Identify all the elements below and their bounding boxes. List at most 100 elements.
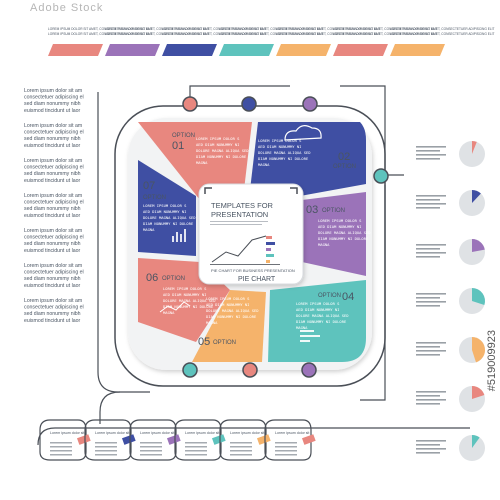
side-pie-text-line [416, 305, 440, 307]
option-05-number: 05 [198, 336, 210, 348]
option-03-number: 03 [306, 204, 318, 216]
side-pie-slice [472, 288, 485, 306]
option-body-line: DOLORE MAGNA ALIQUA SED [196, 148, 249, 153]
option-body-line: DIAM NONUMMY NI DOLORE [318, 236, 369, 241]
option-07-panel [138, 160, 196, 256]
left-paragraph-line: Lorem ipsum dolor sit am [24, 263, 82, 269]
option-body-line: LOREM IPSUM DOLOR S [196, 136, 240, 141]
option-body-line: DOLORE MAGNA ALIQUA SED [296, 313, 349, 318]
chain-link [84, 419, 132, 461]
left-paragraph-line: consectetuer adipiscing el [24, 130, 84, 136]
option-02-label: OPTION [333, 164, 356, 170]
top-captions: LOREM IPSUM DOLOR SIT AMET, CONSECTETUER… [48, 27, 494, 36]
option-body-line: LOREM IPSUM DOLOR S [163, 286, 207, 291]
option-body-line: DIAM NONUMMY NI DOLORE [163, 304, 214, 309]
option-body-line: MAGNA [143, 227, 155, 232]
option-01-label-group: OPTION 01 [172, 133, 195, 152]
option-body-line: DIAM NONUMMY NI DOLORE [296, 319, 347, 324]
top-caption-text: LOREM IPSUM DOLOR SIT AMET, CONSECTETUER… [162, 27, 266, 31]
chain-link [129, 419, 177, 461]
left-paragraph-line: sed diam nonummy nibh [24, 171, 81, 177]
side-pie-charts [416, 141, 486, 461]
top-caption-text: LOREM IPSUM DOLOR SIT AMET, CONSECTETUER… [276, 32, 380, 36]
top-caption-text: LOREM IPSUM DOLOR SIT AMET, CONSECTETUER… [333, 32, 437, 36]
left-paragraph-line: sed diam nonummy nibh [24, 276, 81, 282]
option-03-label: OPTION [322, 208, 345, 214]
side-pie-text-line [416, 203, 446, 205]
side-pie-text-line [416, 346, 440, 348]
option-02-panel [250, 122, 366, 196]
side-pie-text-line [416, 440, 446, 442]
left-paragraph-line: consectetuer adipiscing el [24, 235, 84, 241]
left-paragraph-line: sed diam nonummy nibh [24, 311, 81, 317]
option-body-line: LOREM IPSUM DOLOR S [206, 296, 250, 301]
watermark-id: #519009923 [486, 330, 498, 392]
ribbon-bar [105, 44, 160, 56]
option-body-line: AED DIAM NONUMMY NI [258, 144, 301, 149]
center-caption: PIE CHART FOR BUSINESS PRESENTATION [211, 268, 295, 273]
left-paragraph-line: consectetuer adipiscing el [24, 270, 84, 276]
top-caption-text: LOREM IPSUM DOLOR SIT AMET, CONSECTETUER… [105, 27, 209, 31]
side-pie-text-line [416, 391, 446, 393]
side-pie-text-line [416, 395, 440, 397]
option-04-panel [268, 280, 366, 362]
top-caption-text: LOREM IPSUM DOLOR SIT AMET, CONSECTETUER… [333, 27, 437, 31]
chain-caption: Lorem ipsum dolor sit [140, 431, 174, 435]
top-caption-text: LOREM IPSUM DOLOR SIT AMET, CONSECTETUER… [390, 32, 494, 36]
option-05-label: OPTION [213, 340, 236, 346]
side-pie-text-line [416, 195, 446, 197]
option-body-line: AED DIAM NONUMMY NI [296, 307, 339, 312]
left-paragraph-line: euismod tincidunt ut laor [24, 178, 81, 184]
chain-connector [121, 434, 136, 445]
side-pie-text-line [416, 154, 446, 156]
side-pie-text-line [416, 199, 440, 201]
option-06-label: OPTION [162, 276, 185, 282]
side-pie-text-line [416, 342, 446, 344]
option-body-line: AED DIAM NONUMMY NI [318, 224, 361, 229]
top-ribbon-bars [48, 44, 445, 56]
option-body-line: DIAM NONUMMY NI DOLORE [258, 156, 309, 161]
option-body-line: MAGNA [318, 242, 330, 247]
top-caption-text: LOREM IPSUM DOLOR SIT AMET, CONSECTETUER… [48, 27, 152, 31]
option-05-panel [192, 290, 266, 362]
top-caption-text: LOREM IPSUM DOLOR SIT AMET, CONSECTETUER… [219, 32, 323, 36]
left-paragraph-line: consectetuer adipiscing el [24, 305, 84, 311]
chain-link [264, 419, 312, 461]
frame-nodes [182, 96, 389, 378]
chain-caption: Lorem ipsum dolor sit [230, 431, 264, 435]
side-pie-slice [472, 239, 485, 252]
left-paragraph-line: sed diam nonummy nibh [24, 136, 81, 142]
center-trend-chart [210, 235, 280, 265]
left-paragraph-line: sed diam nonummy nibh [24, 206, 81, 212]
bar-chart-icon [172, 229, 186, 242]
side-pie-text-line [416, 256, 440, 258]
side-pie-text-line [416, 293, 446, 295]
option-05-label-group: 05 OPTION [198, 336, 236, 348]
side-pie-text-line [416, 354, 440, 356]
side-pie-text-line [416, 297, 440, 299]
option-body-line: LOREM IPSUM DOLOR S [318, 218, 362, 223]
top-caption-text: LOREM IPSUM DOLOR SIT AMET, CONSECTETUER… [48, 32, 152, 36]
option-02-number: 02 [338, 151, 350, 163]
side-pie-text-line [416, 158, 440, 160]
center-panel: TEMPLATES FOR PRESENTATION PIE CHART FOR… [198, 183, 304, 285]
chain-connector [76, 434, 91, 445]
side-pie-slice [472, 190, 481, 203]
side-pie-text-line [416, 399, 446, 401]
bottom-chain: Lorem ipsum dolor sit Lorem ipsum dolor s… [37, 419, 470, 461]
center-title-line1: TEMPLATES FOR [211, 201, 274, 210]
side-pie-text-line [416, 207, 440, 209]
ribbon-bar [276, 44, 331, 56]
top-caption-text: LOREM IPSUM DOLOR SIT AMET, CONSECTETUER… [162, 32, 266, 36]
top-caption-text: LOREM IPSUM DOLOR SIT AMET, CONSECTETUER… [390, 27, 494, 31]
list-chart-icon [300, 330, 320, 342]
left-paragraph-line: euismod tincidunt ut laor [24, 108, 81, 114]
option-body-line: AED DIAM NONUMMY NI [143, 209, 186, 214]
chain-caption: Lorem ipsum dolor sit [50, 431, 84, 435]
option-body-line: DOLORE MAGNA ALIQUA SED [258, 150, 311, 155]
left-paragraph-line: euismod tincidunt ut laor [24, 283, 81, 289]
option-06-number: 06 [146, 272, 158, 284]
left-paragraph-line: euismod tincidunt ut laor [24, 213, 81, 219]
left-paragraph-line: Lorem ipsum dolor sit am [24, 228, 82, 234]
